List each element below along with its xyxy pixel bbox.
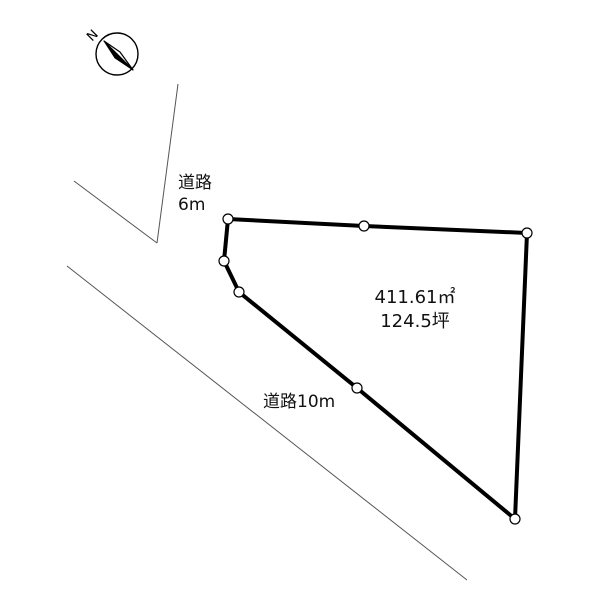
lot-area-tsubo: 124.5坪 — [380, 311, 450, 332]
side-road-edge-upper — [156, 83, 179, 244]
boundary-marker — [351, 382, 363, 394]
side-road-label: 道路 6m — [178, 172, 212, 216]
lot-area-label: 411.61㎡ 124.5坪 — [360, 286, 470, 334]
side-road-edge-lower — [73, 180, 158, 244]
boundary-marker — [509, 513, 521, 525]
side-road-name: 道路 — [178, 173, 212, 193]
main-road-label: 道路10m — [263, 392, 336, 412]
main-road-edge — [66, 265, 468, 581]
boundary-marker — [233, 286, 245, 298]
boundary-marker — [218, 255, 230, 267]
boundary-marker — [521, 227, 533, 239]
boundary-marker — [358, 220, 370, 232]
boundary-markers — [218, 213, 533, 525]
lot-boundary — [221, 216, 530, 524]
north-arrow-icon: N — [84, 27, 139, 76]
side-road-width: 6m — [178, 195, 206, 215]
boundary-marker — [222, 213, 234, 225]
lot-area-sqm: 411.61㎡ — [374, 287, 456, 308]
